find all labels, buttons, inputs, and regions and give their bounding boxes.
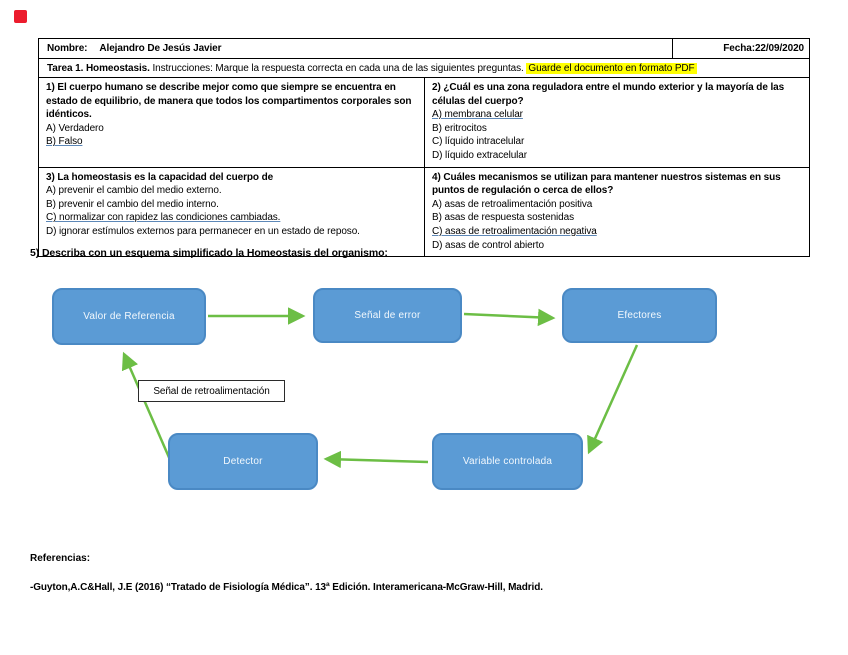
question-4-cell: 4) Cuáles mecanismos se utilizan para ma… xyxy=(424,166,809,257)
option-text: B) Falso xyxy=(46,136,83,148)
diagram-node-variable-controlada: Variable controlada xyxy=(432,433,583,490)
question-3-option-c: C) normalizar con rapidez las condicione… xyxy=(46,211,418,225)
question-3-option-d: D) ignorar estímulos externos para perma… xyxy=(46,225,418,239)
question-2-cell: 2) ¿Cuál es una zona reguladora entre el… xyxy=(424,78,809,167)
option-text: A) membrana celular xyxy=(432,109,523,121)
diagram-node-senal-de-error: Señal de error xyxy=(313,288,462,343)
task-instructions-row: Tarea 1. Homeostasis. Instrucciones: Mar… xyxy=(39,59,809,78)
questions-grid: 1) El cuerpo humano se describe mejor co… xyxy=(39,78,809,257)
option-text: B) prevenir el cambio del medio interno. xyxy=(46,198,219,210)
question-4-option-c: C) asas de retroalimentación negativa xyxy=(432,225,803,239)
question-5-heading: 5) Describa con un esquema simplificado … xyxy=(30,247,388,259)
option-text: C) asas de retroalimentación negativa xyxy=(432,225,597,237)
option-text: A) asas de retroalimentación positiva xyxy=(432,198,593,210)
header-row: Nombre: Alejandro De Jesús Javier Fecha:2… xyxy=(39,39,809,59)
option-text: D) ignorar estímulos externos para perma… xyxy=(46,225,360,237)
question-1-option-b: B) Falso xyxy=(46,135,418,149)
task-instructions: Instrucciones: Marque la respuesta corre… xyxy=(152,63,524,74)
name-cell: Nombre: Alejandro De Jesús Javier xyxy=(39,39,672,58)
diagram-node-detector: Detector xyxy=(168,433,318,490)
option-text: D) líquido extracelular xyxy=(432,149,527,161)
name-value: Alejandro De Jesús Javier xyxy=(99,43,222,54)
option-text: B) eritrocitos xyxy=(432,122,487,134)
references-heading: Referencias: xyxy=(30,553,91,564)
question-4-option-a: A) asas de retroalimentación positiva xyxy=(432,198,803,212)
option-text: B) asas de respuesta sostenidas xyxy=(432,212,574,224)
question-4-option-b: B) asas de respuesta sostenidas xyxy=(432,211,803,225)
date-cell: Fecha:22/09/2020 xyxy=(672,39,809,58)
question-1-cell: 1) El cuerpo humano se describe mejor co… xyxy=(39,78,424,167)
reference-entry: -Guyton,A.C&Hall, J.E (2016) “Tratado de… xyxy=(30,582,543,593)
arrow-detector-to-valor xyxy=(121,351,173,463)
name-label: Nombre: xyxy=(47,43,88,54)
diagram-node-efectores: Efectores xyxy=(562,288,717,343)
arrow-senal-to-efectores xyxy=(463,308,556,327)
date-label: Fecha: xyxy=(723,43,755,54)
question-3-prompt: 3) La homeostasis es la capacidad del cu… xyxy=(46,171,274,183)
feedback-signal-label: Señal de retroalimentación xyxy=(138,380,285,402)
option-text: A) prevenir el cambio del medio externo. xyxy=(46,185,222,197)
highlighted-note: Guarde el documento en formato PDF xyxy=(526,63,697,74)
option-text: D) asas de control abierto xyxy=(432,239,544,251)
question-3-cell: 3) La homeostasis es la capacidad del cu… xyxy=(39,166,424,257)
question-3-option-b: B) prevenir el cambio del medio interno. xyxy=(46,198,418,212)
question-3-option-a: A) prevenir el cambio del medio externo. xyxy=(46,184,418,198)
arrow-variable-to-detector xyxy=(323,450,429,469)
task-title: Tarea 1. Homeostasis. xyxy=(47,63,150,74)
question-4-prompt: 4) Cuáles mecanismos se utilizan para ma… xyxy=(432,171,781,197)
arrow-efectores-to-variable xyxy=(587,344,639,455)
question-2-option-d: D) líquido extracelular xyxy=(432,149,803,163)
question-2-option-c: C) líquido intracelular xyxy=(432,135,803,149)
question-4-option-d: D) asas de control abierto xyxy=(432,239,803,253)
date-value: 22/09/2020 xyxy=(754,43,804,54)
question-2-option-a: A) membrana celular xyxy=(432,108,803,122)
option-text: A) Verdadero xyxy=(46,122,104,134)
question-1-option-a: A) Verdadero xyxy=(46,122,418,136)
question-2-option-b: B) eritrocitos xyxy=(432,122,803,136)
diagram-node-valor-de-referencia: Valor de Referencia xyxy=(52,288,206,345)
homeostasis-diagram: Valor de Referencia Señal de error Efect… xyxy=(0,270,848,510)
diagram-arrows xyxy=(121,307,639,469)
question-1-prompt: 1) El cuerpo humano se describe mejor co… xyxy=(46,82,412,121)
question-2-prompt: 2) ¿Cuál es una zona reguladora entre el… xyxy=(432,82,785,107)
worksheet-table: Nombre:Alejandro De Jesús Javier Fecha:2… xyxy=(38,38,810,258)
option-text: C) normalizar con rapidez las condicione… xyxy=(46,212,281,224)
red-marker-icon xyxy=(14,10,27,23)
option-text: C) líquido intracelular xyxy=(432,136,525,148)
